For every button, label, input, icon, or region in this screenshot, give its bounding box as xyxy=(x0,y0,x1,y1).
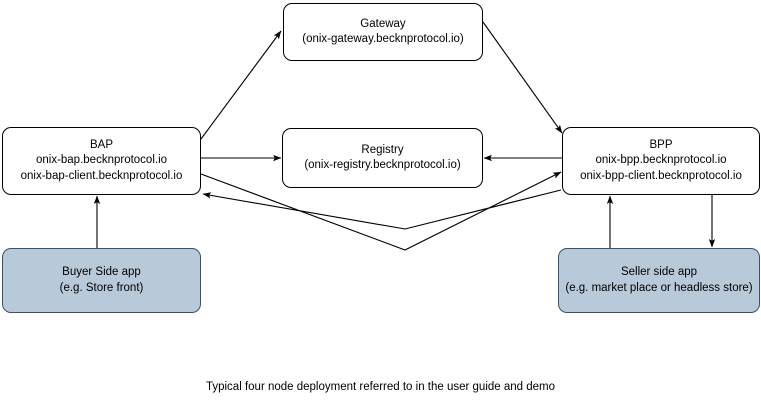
node-seller-side-app[interactable]: Seller side app (e.g. market place or he… xyxy=(558,248,760,313)
edge-gateway-to-bpp xyxy=(482,21,563,134)
node-seller-side-app-subtitle: (e.g. market place or headless store) xyxy=(565,281,753,294)
node-bpp-client-host: onix-bpp-client.becknprotocol.io xyxy=(580,169,742,182)
node-bpp-host: onix-bpp.becknprotocol.io xyxy=(595,154,727,167)
node-seller-side-app-title: Seller side app xyxy=(620,266,698,279)
node-bap-host: onix-bap.becknprotocol.io xyxy=(35,154,168,167)
node-bpp[interactable]: BPP onix-bpp.becknprotocol.io onix-bpp-c… xyxy=(562,127,760,195)
diagram-caption: Typical four node deployment referred to… xyxy=(205,381,556,393)
node-bap[interactable]: BAP onix-bap.becknprotocol.io onix-bap-c… xyxy=(2,127,201,195)
node-registry[interactable]: Registry (onix-registry.becknprotocol.io… xyxy=(282,128,483,188)
node-buyer-side-app-subtitle: (e.g. Store front) xyxy=(59,281,144,294)
node-gateway-title: Gateway xyxy=(360,17,406,30)
node-buyer-side-app-title: Buyer Side app xyxy=(62,266,141,279)
edge-bap-to-gateway xyxy=(200,30,282,140)
node-bap-client-host: onix-bap-client.becknprotocol.io xyxy=(20,169,183,182)
node-buyer-side-app[interactable]: Buyer Side app (e.g. Store front) xyxy=(2,248,201,313)
edge-bpp-to-bap xyxy=(202,189,562,230)
node-gateway[interactable]: Gateway (onix-gateway.becknprotocol.io) xyxy=(283,3,483,61)
node-bpp-title: BPP xyxy=(649,139,673,152)
node-registry-title: Registry xyxy=(361,143,404,156)
node-registry-subtitle: (onix-registry.becknprotocol.io) xyxy=(304,159,461,171)
node-bap-title: BAP xyxy=(89,139,113,152)
node-gateway-subtitle: (onix-gateway.becknprotocol.io) xyxy=(302,33,464,45)
